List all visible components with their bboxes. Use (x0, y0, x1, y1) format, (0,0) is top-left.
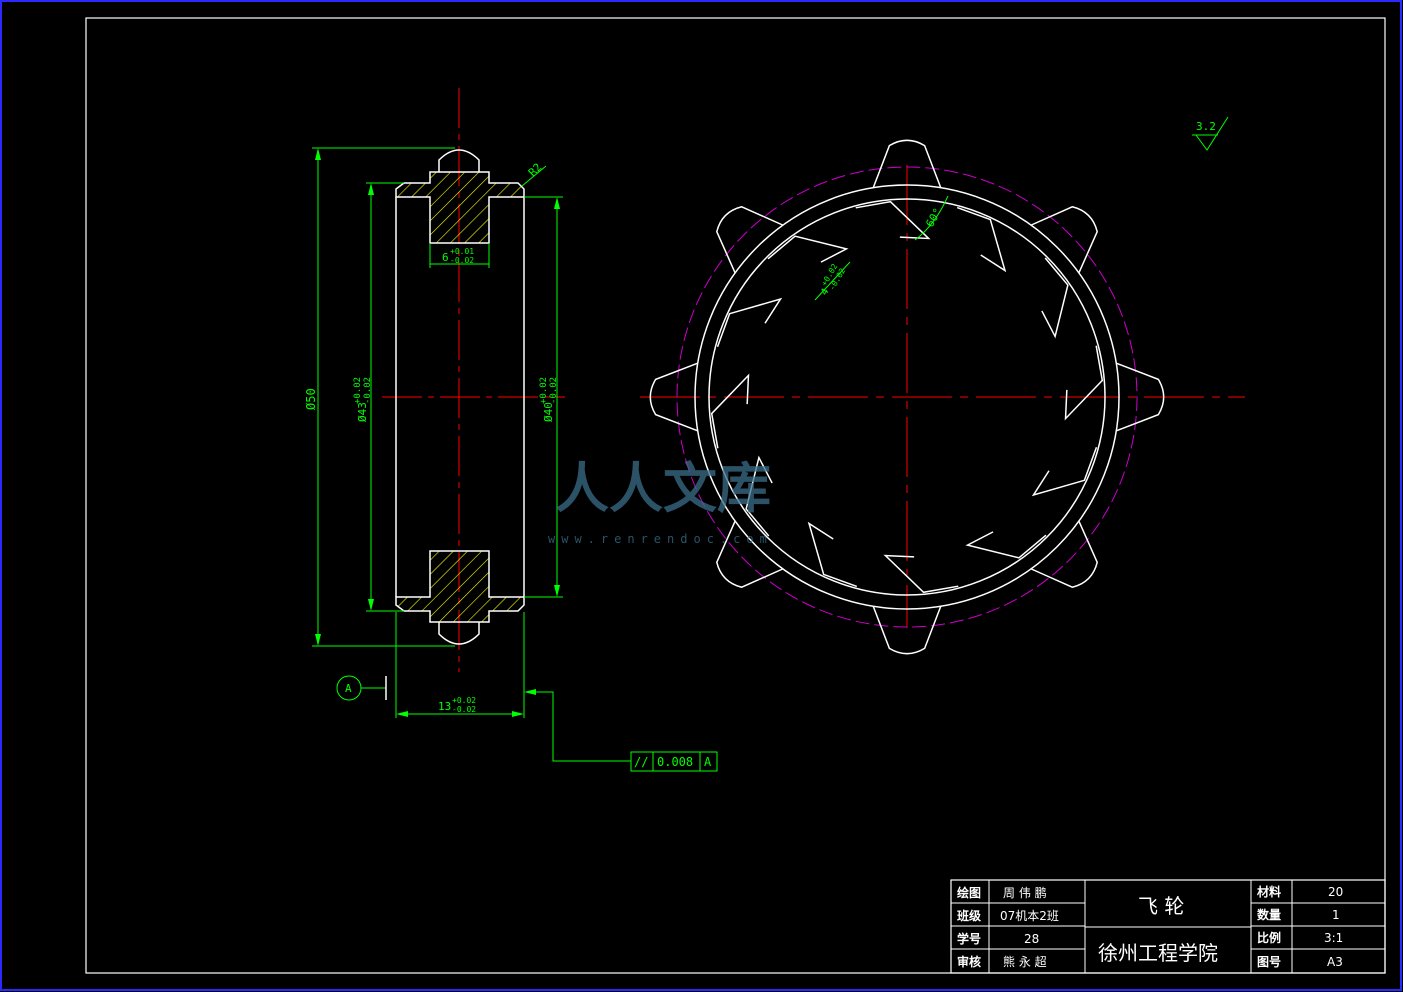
tb-scale-value: 3:1 (1324, 931, 1343, 945)
sprocket-tooth (872, 139, 942, 188)
arrow-40-bot (554, 585, 560, 597)
dim-label-40: Ø40 (542, 402, 555, 422)
tb-student-no-value: 28 (1024, 932, 1039, 946)
dim-label-50: Ø50 (304, 388, 318, 410)
inner-slot (1064, 345, 1104, 421)
tolerance-frame (630, 751, 718, 772)
tb-reviewer-label: 审核 (957, 954, 981, 969)
inner-slot (745, 455, 773, 537)
section-view: Ø50 Ø43 +0.02 -0.02 Ø40 +0.02 -0.02 6 +0… (304, 88, 718, 772)
dim-tol-40-lower: -0.02 (549, 377, 559, 404)
dim-tol-13-lower: -0.02 (452, 705, 476, 714)
tb-scale-label: 比例 (1257, 930, 1281, 945)
watermark-url: www.renrendoc.com (548, 532, 773, 546)
top-hatched-section (395, 171, 525, 244)
tolerance-symbol: // (634, 755, 648, 769)
tolerance-leader (526, 691, 631, 762)
watermark: 人人文库 www.renrendoc.com (548, 457, 773, 546)
inner-slot (710, 373, 750, 449)
bottom-hatched-section (395, 550, 525, 623)
inner-slot (716, 297, 783, 348)
dim-tol-40-upper: +0.02 (539, 377, 549, 404)
sprocket-tooth (1030, 205, 1099, 274)
inner-slots (710, 200, 1104, 594)
tb-part-name: 飞 轮 (1138, 894, 1184, 918)
dim-tol-13-upper: +0.02 (452, 696, 476, 705)
title-block: 绘图 周 伟 鹏 班级 07机本2班 学号 28 审核 熊 永 超 飞 轮 徐州… (950, 879, 1386, 974)
dim-tol-6-lower: -0.02 (450, 256, 474, 265)
tolerance-value: 0.008 (657, 755, 693, 769)
inner-slot (1031, 446, 1098, 497)
tolerance-datum: A (704, 755, 712, 769)
inner-ring-circle (708, 198, 1106, 596)
inner-slot (855, 200, 931, 240)
watermark-text: 人人文库 (555, 457, 771, 520)
arrow-43-bot (368, 599, 374, 611)
sprocket-tooth (715, 205, 784, 274)
dim-label-13: 13 (438, 700, 451, 713)
tb-drawn-label: 绘图 (957, 885, 981, 900)
arrow-13-left (396, 711, 408, 717)
dim-tol-43-lower: -0.02 (363, 377, 373, 404)
dim-tol-6-upper: +0.01 (450, 247, 474, 256)
dim-label-40-group: Ø40 +0.02 -0.02 (539, 377, 559, 422)
top-tooth-tip (438, 149, 480, 172)
tb-school: 徐州工程学院 (1098, 941, 1218, 965)
dim-label-slot: 4 (819, 287, 832, 298)
tb-drawn-value: 周 伟 鹏 (1003, 886, 1047, 900)
sprocket-tooth (872, 606, 942, 655)
dim-label-43: Ø43 (356, 402, 369, 422)
outer-ring-circle (694, 184, 1120, 610)
tb-material-label: 材料 (1256, 884, 1281, 899)
dim-label-r2: R2 (526, 161, 545, 180)
slot-dim-label-group: 4 +0.02 -0.02 (819, 262, 847, 298)
r2-leader (521, 165, 547, 187)
inner-slot (956, 206, 1007, 273)
tb-quantity-label: 数量 (1257, 907, 1281, 922)
tb-quantity-value: 1 (1332, 908, 1340, 922)
inner-slot (807, 521, 858, 588)
tolerance-leader-arrow (524, 689, 536, 695)
sprocket-teeth (649, 139, 1165, 655)
sprocket-tooth (649, 362, 698, 432)
bottom-tooth-tip (438, 622, 480, 645)
tb-drawing-no-label: 图号 (1257, 954, 1281, 969)
arrow-43-top (368, 183, 374, 195)
arrow-13-right (512, 711, 524, 717)
roughness-symbol (1195, 116, 1229, 151)
dim-tol-43-upper: +0.02 (353, 377, 363, 404)
arrow-50-bot (315, 634, 321, 646)
sprocket-tooth (1116, 362, 1165, 432)
tb-class-label: 班级 (957, 908, 981, 923)
angle-arc (914, 195, 949, 241)
inner-slot (883, 554, 959, 594)
roughness-value: 3.2 (1196, 120, 1216, 133)
sprocket-tooth (715, 520, 784, 589)
inner-slot (1041, 257, 1069, 339)
arrow-40-top (554, 197, 560, 209)
pitch-circle (676, 166, 1138, 628)
tb-material-value: 20 (1328, 885, 1343, 899)
tb-drawing-no-value: A3 (1327, 955, 1343, 969)
front-view: 60° 4 +0.02 -0.02 3.2 (640, 116, 1245, 655)
arrow-50-top (315, 148, 321, 160)
inner-slot (767, 235, 849, 263)
drawing-frame (85, 17, 1386, 974)
sprocket-tooth (1030, 520, 1099, 589)
tb-class-value: 07机本2班 (1000, 909, 1059, 923)
tb-reviewer-value: 熊 永 超 (1003, 954, 1047, 969)
inner-slot (965, 531, 1047, 559)
datum-a-label: A (345, 682, 352, 695)
tb-student-no-label: 学号 (957, 931, 981, 946)
dim-label-43-group: Ø43 +0.02 -0.02 (353, 377, 373, 422)
slot-dim-line (814, 261, 851, 301)
dim-label-6: 6 (442, 251, 449, 264)
